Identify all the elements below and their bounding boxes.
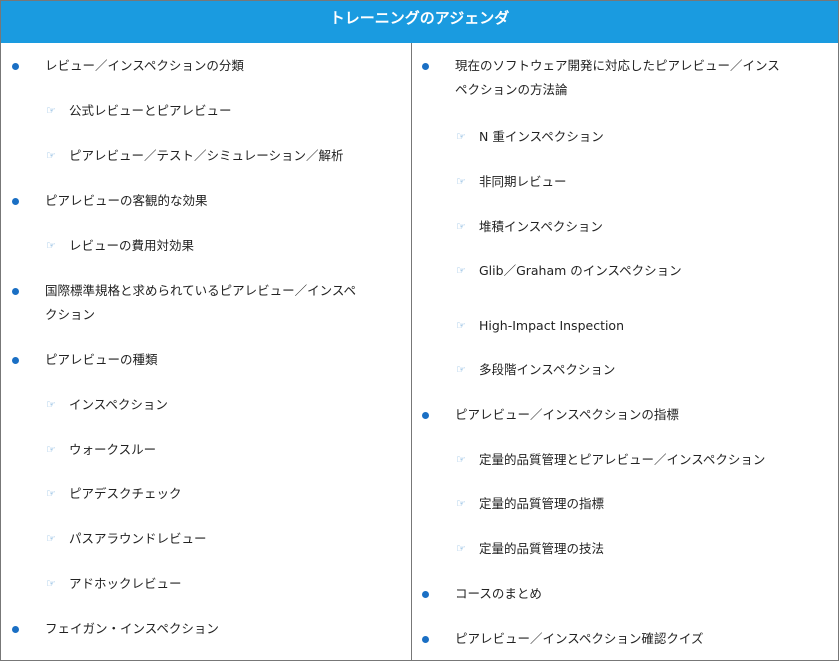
- agenda-item-label: パスアラウンドレビュー: [69, 531, 207, 546]
- pointing-hand-icon: ☞: [456, 497, 466, 510]
- pointing-hand-icon: ☞: [46, 443, 56, 456]
- agenda-subitem: ☞ アドホックレビュー: [1, 572, 361, 596]
- agenda-subitem: ☞ 定量的品質管理の技法: [412, 537, 788, 561]
- agenda-item-label: 多段階インスペクション: [479, 362, 616, 377]
- agenda-item-label: 定量的品質管理の技法: [479, 541, 605, 556]
- agenda-item-label: 定量的品質管理とピアレビュー／インスペクション: [479, 452, 766, 467]
- agenda-item: ピアレビューの種類: [1, 348, 361, 372]
- agenda-item-label: 非同期レビュー: [479, 174, 567, 189]
- agenda-item-label: 定量的品質管理の指標: [479, 496, 605, 511]
- agenda-item: 国際標準規格と求められているピアレビュー／インスペクション: [1, 279, 361, 327]
- agenda-item-label: ウォークスルー: [69, 442, 157, 457]
- pointing-hand-icon: ☞: [456, 319, 466, 332]
- bullet-dot-icon: [422, 636, 429, 643]
- agenda-header: トレーニングのアジェンダ: [1, 1, 838, 43]
- agenda-subitem: ☞ レビューの費用対効果: [1, 234, 361, 258]
- agenda-item-label: レビューの費用対効果: [69, 238, 195, 253]
- agenda-item-label: ピアレビューの客観的な効果: [45, 193, 208, 208]
- agenda-item-label: ピアレビュー／テスト／シミュレーション／解析: [69, 148, 344, 163]
- agenda-item-label: フェイガン・インスペクション: [45, 621, 219, 636]
- agenda-item-label: 国際標準規格と求められているピアレビュー／インスペクション: [45, 283, 357, 322]
- agenda-item: フェイガン・インスペクション: [1, 617, 361, 641]
- agenda-subitem: ☞ 非同期レビュー: [412, 170, 788, 194]
- agenda-subitem: ☞ ウォークスルー: [1, 438, 361, 462]
- agenda-subitem: ☞ 堆積インスペクション: [412, 215, 788, 239]
- agenda-item: 現在のソフトウェア開発に対応したピアレビュー／インスペクションの方法論: [412, 54, 788, 102]
- agenda-subitem: ☞ Glib／Graham のインスペクション: [412, 259, 788, 283]
- pointing-hand-icon: ☞: [456, 220, 466, 233]
- bullet-dot-icon: [12, 357, 19, 364]
- agenda-item-label: レビュー／インスペクションの分類: [45, 58, 244, 73]
- agenda-item: コースのまとめ: [412, 582, 788, 606]
- pointing-hand-icon: ☞: [456, 363, 466, 376]
- agenda-item-label: ピアレビューの種類: [45, 352, 158, 367]
- agenda-item: レビュー／インスペクションの分類: [1, 54, 361, 78]
- agenda-subitem: ☞ 定量的品質管理の指標: [412, 492, 788, 516]
- agenda-subitem: ☞ N 重インスペクション: [412, 125, 788, 149]
- column-divider: [411, 43, 412, 660]
- pointing-hand-icon: ☞: [46, 532, 56, 545]
- bullet-dot-icon: [12, 198, 19, 205]
- agenda-subitem: ☞ パスアラウンドレビュー: [1, 527, 361, 551]
- agenda-item-label: Glib／Graham のインスペクション: [479, 263, 682, 278]
- agenda-item-label: ピアレビュー／インスペクションの指標: [455, 407, 679, 422]
- agenda-item-label: 公式レビューとピアレビュー: [69, 103, 232, 118]
- pointing-hand-icon: ☞: [456, 264, 466, 277]
- bullet-dot-icon: [422, 63, 429, 70]
- agenda-subitem: ☞ ピアデスクチェック: [1, 482, 361, 506]
- agenda-item-label: 現在のソフトウェア開発に対応したピアレビュー／インスペクションの方法論: [455, 58, 780, 97]
- agenda-item-label: N 重インスペクション: [479, 129, 604, 144]
- bullet-dot-icon: [12, 288, 19, 295]
- agenda-item: ピアレビュー／インスペクション確認クイズ: [412, 627, 788, 651]
- agenda-item-label: インスペクション: [69, 397, 168, 412]
- agenda-subitem: ☞ ピアレビュー／テスト／シミュレーション／解析: [1, 144, 361, 168]
- bullet-dot-icon: [12, 626, 19, 633]
- pointing-hand-icon: ☞: [46, 487, 56, 500]
- pointing-hand-icon: ☞: [456, 175, 466, 188]
- bullet-dot-icon: [12, 63, 19, 70]
- agenda-subitem: ☞ 公式レビューとピアレビュー: [1, 99, 361, 123]
- pointing-hand-icon: ☞: [456, 130, 466, 143]
- pointing-hand-icon: ☞: [46, 398, 56, 411]
- pointing-hand-icon: ☞: [46, 149, 56, 162]
- agenda-item-label: コースのまとめ: [455, 586, 542, 601]
- agenda-subitem: ☞ インスペクション: [1, 393, 361, 417]
- pointing-hand-icon: ☞: [456, 453, 466, 466]
- pointing-hand-icon: ☞: [456, 542, 466, 555]
- agenda-item-label: ピアレビュー／インスペクション確認クイズ: [455, 631, 704, 646]
- agenda-item: ピアレビュー／インスペクションの指標: [412, 403, 788, 427]
- agenda-item-label: 堆積インスペクション: [479, 219, 603, 234]
- agenda-subitem: ☞ 定量的品質管理とピアレビュー／インスペクション: [412, 448, 788, 472]
- pointing-hand-icon: ☞: [46, 239, 56, 252]
- pointing-hand-icon: ☞: [46, 104, 56, 117]
- agenda-subitem: ☞ High-Impact Inspection: [412, 314, 788, 338]
- pointing-hand-icon: ☞: [46, 577, 56, 590]
- agenda-item: ピアレビューの客観的な効果: [1, 189, 361, 213]
- agenda-item-label: High-Impact Inspection: [479, 318, 625, 333]
- agenda-item-label: ピアデスクチェック: [69, 486, 182, 501]
- agenda-item-label: アドホックレビュー: [69, 576, 182, 591]
- agenda-subitem: ☞ 多段階インスペクション: [412, 358, 788, 382]
- bullet-dot-icon: [422, 591, 429, 598]
- bullet-dot-icon: [422, 412, 429, 419]
